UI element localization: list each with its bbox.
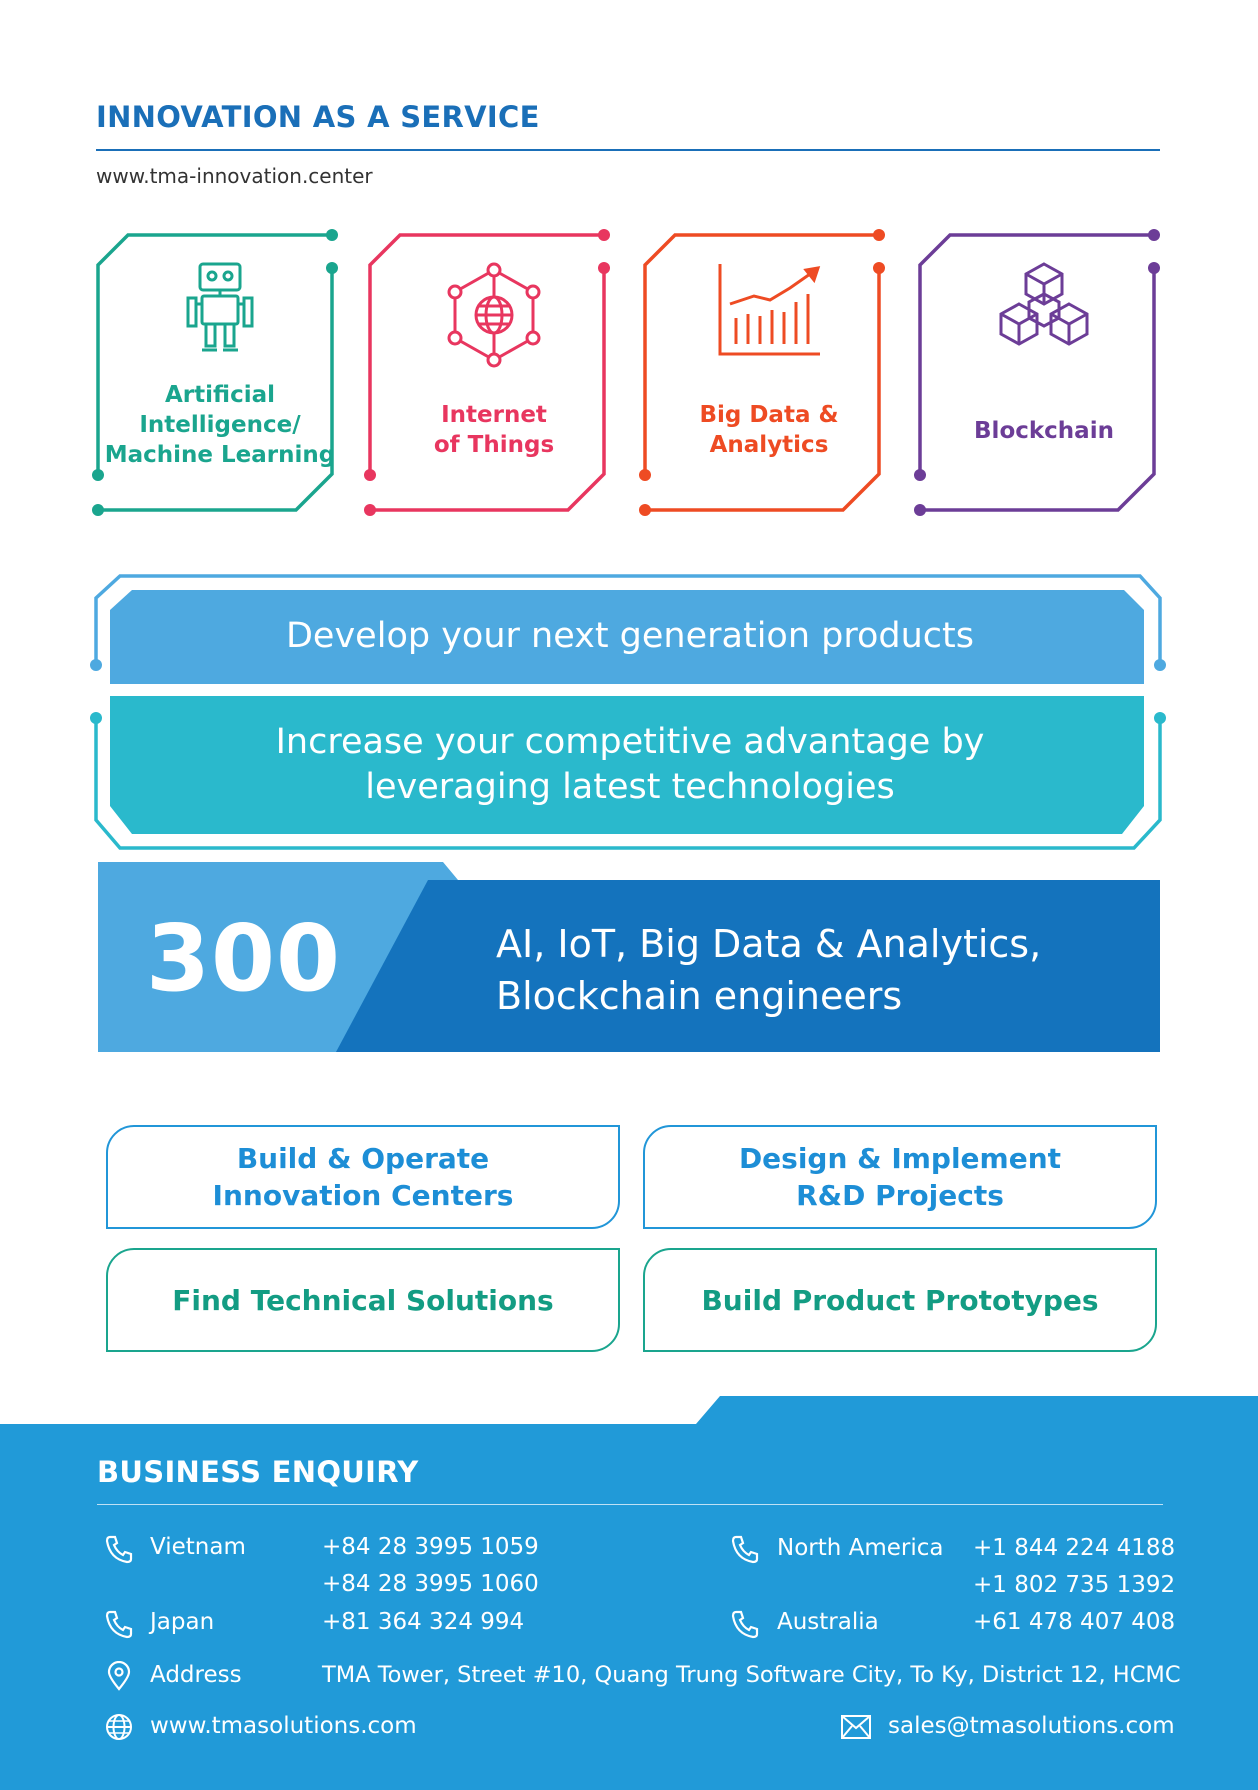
- location-pin-icon: [107, 1661, 131, 1691]
- service-technical-solutions[interactable]: Find Technical Solutions: [106, 1248, 620, 1352]
- phone-icon: [105, 1610, 133, 1639]
- tech-card-blockchain: Blockchain: [914, 228, 1174, 518]
- enquiry-divider: [97, 1504, 1163, 1505]
- business-enquiry-title: BUSINESS ENQUIRY: [97, 1455, 419, 1489]
- japan-label: Japan: [150, 1609, 215, 1635]
- bar-chart-trend-icon: [639, 260, 899, 390]
- cubes-icon: [914, 260, 1174, 390]
- tech-label-ai: Artificial Intelligence/ Machine Learnin…: [104, 382, 336, 468]
- banner-frame: [90, 574, 1166, 850]
- service-product-prototypes[interactable]: Build Product Prototypes: [643, 1248, 1157, 1352]
- vietnam-label: Vietnam: [150, 1534, 246, 1560]
- website-link-top[interactable]: www.tma-innovation.center: [96, 164, 373, 188]
- stats-banner: [98, 862, 1160, 1052]
- australia-label: Australia: [777, 1609, 879, 1635]
- stats-number: 300: [146, 905, 342, 1012]
- north-america-label: North America: [777, 1535, 944, 1561]
- website-link[interactable]: www.tmasolutions.com: [150, 1713, 417, 1739]
- phone-icon: [731, 1535, 759, 1564]
- address-label: Address: [150, 1662, 242, 1688]
- card-frame: [92, 229, 338, 516]
- card-frame: [639, 229, 885, 516]
- footer-background: [0, 1396, 1258, 1790]
- tech-label-bigdata: Big Data & Analytics: [699, 402, 839, 458]
- stats-description: AI, IoT, Big Data & Analytics, Blockchai…: [496, 922, 1042, 1018]
- australia-phone[interactable]: +61 478 407 408: [973, 1609, 1176, 1635]
- card-frame: [914, 229, 1160, 516]
- mail-icon: [841, 1715, 871, 1739]
- title-divider: [96, 149, 1160, 151]
- north-america-phone-2[interactable]: +1 802 735 1392: [973, 1572, 1176, 1598]
- phone-icon: [731, 1610, 759, 1639]
- globe-icon: [106, 1714, 132, 1740]
- vietnam-phone-2[interactable]: +84 28 3995 1060: [322, 1571, 539, 1597]
- banner-increase-line2: leveraging latest technologies: [365, 767, 895, 807]
- phone-icon: [105, 1535, 133, 1564]
- email-link[interactable]: sales@tmasolutions.com: [888, 1713, 1175, 1739]
- japan-phone[interactable]: +81 364 324 994: [322, 1609, 525, 1635]
- tech-card-iot: Internet of Things: [364, 228, 624, 518]
- card-frame: [364, 229, 610, 516]
- address-value: TMA Tower, Street #10, Quang Trung Softw…: [322, 1662, 1181, 1688]
- tech-label-blockchain: Blockchain: [974, 418, 1114, 444]
- tech-label-iot: Internet of Things: [433, 402, 555, 458]
- tech-card-ai: Artificial Intelligence/ Machine Learnin…: [90, 228, 350, 518]
- vietnam-phone-1[interactable]: +84 28 3995 1059: [322, 1534, 539, 1560]
- banner-increase-line1: Increase your competitive advantage by: [275, 722, 985, 762]
- tech-card-bigdata: Big Data & Analytics: [639, 228, 899, 518]
- banner-develop: Develop your next generation products: [285, 616, 975, 656]
- page-title: INNOVATION AS A SERVICE: [96, 100, 540, 134]
- robot-icon: [90, 260, 350, 390]
- north-america-phone-1[interactable]: +1 844 224 4188: [973, 1535, 1176, 1561]
- globe-network-icon: [364, 260, 624, 390]
